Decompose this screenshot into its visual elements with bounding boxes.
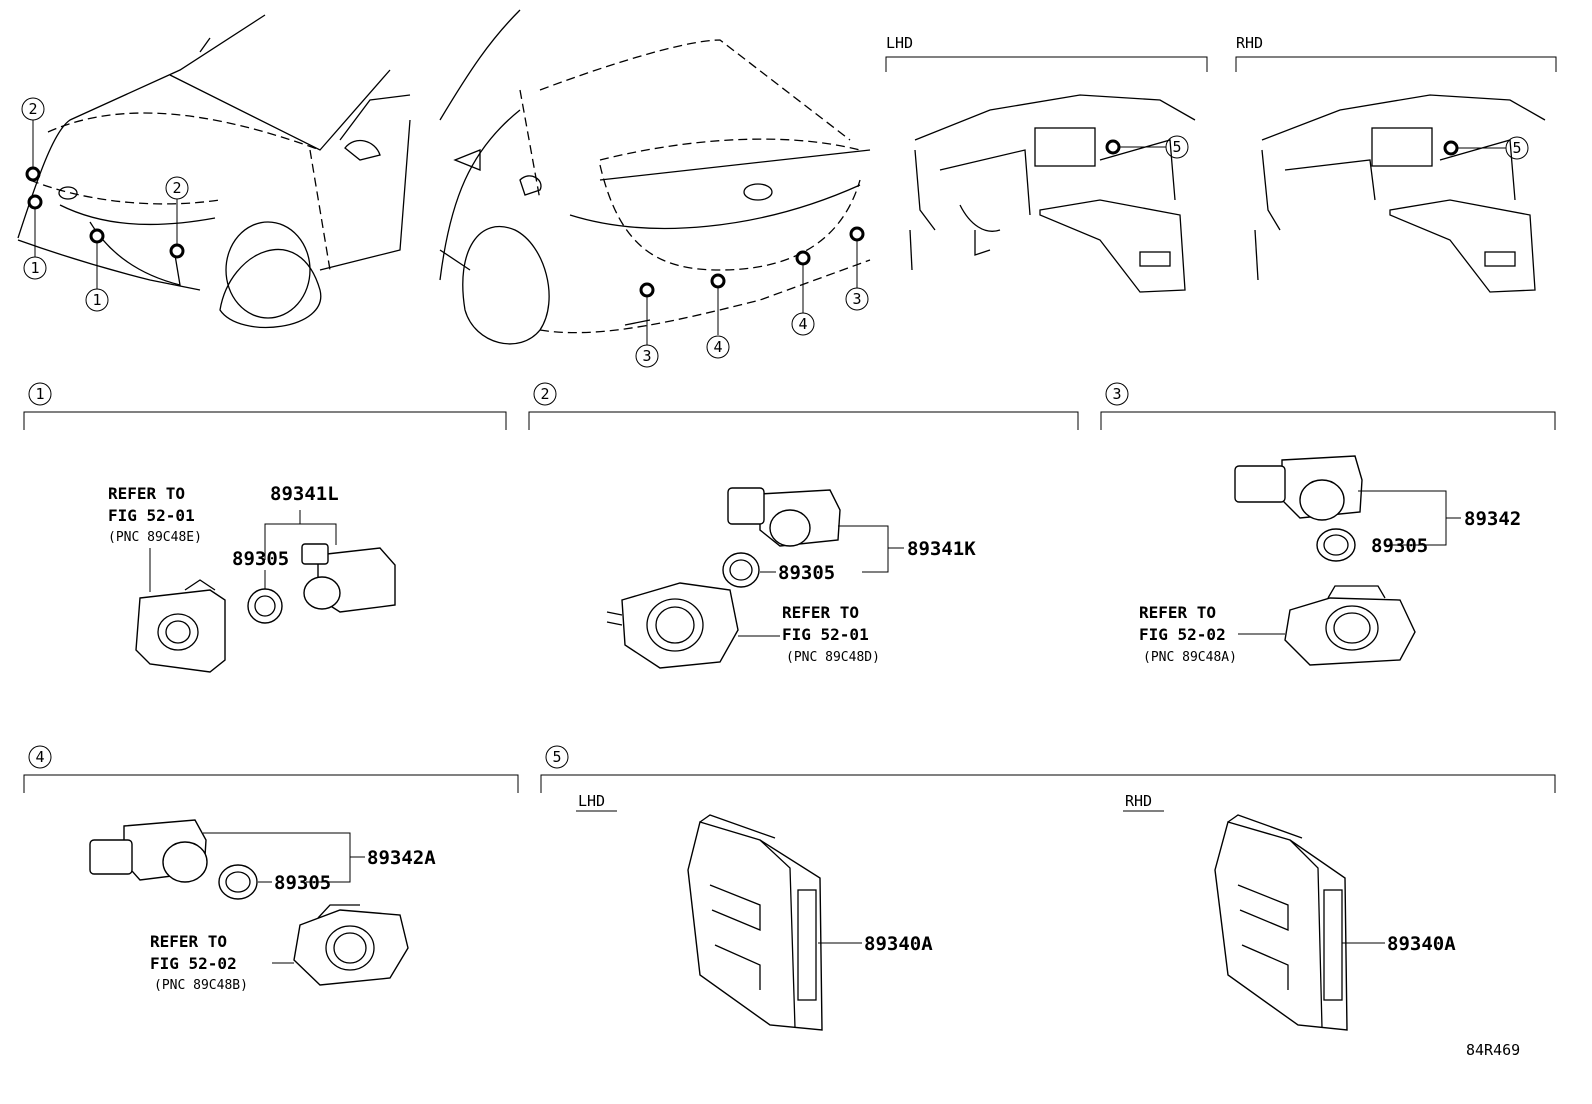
- s3-refer-line2: FIG 52-02: [1139, 625, 1226, 644]
- svg-text:4: 4: [713, 338, 722, 356]
- section-2: 2 89341K 89305 REFER TO FIG 52-01 (PNC 8…: [528, 382, 1079, 669]
- rear-callouts: 3 4 4 3: [635, 287, 869, 368]
- s4-part-sensor: 89342A: [367, 847, 436, 869]
- retainer-ring-icon: [247, 588, 283, 624]
- section-4: 4 89342A 89305 REFER TO FIG 52-02 (PNC 8…: [23, 745, 519, 993]
- sensor-icon: [727, 487, 841, 547]
- front-car-icon: [17, 14, 411, 329]
- section-3-bracket: [1100, 411, 1556, 430]
- s3-part-retainer: 89305: [1371, 535, 1428, 557]
- sensor-icon: [1234, 455, 1363, 521]
- front-callouts: 2 1 1 2: [21, 97, 189, 312]
- svg-text:4: 4: [798, 315, 807, 333]
- s1-refer-line2: FIG 52-01: [108, 506, 195, 525]
- svg-text:3: 3: [642, 347, 651, 365]
- s3-refer-line1: REFER TO: [1139, 603, 1216, 622]
- bracket-icon: [1284, 585, 1416, 666]
- s2-part-retainer: 89305: [778, 562, 835, 584]
- section-5-bracket: [540, 774, 1556, 793]
- svg-text:2: 2: [540, 385, 549, 403]
- svg-text:4: 4: [35, 748, 44, 766]
- section-2-bracket: [528, 411, 1079, 430]
- section-1-bracket: [23, 411, 507, 430]
- retainer-ring-icon: [722, 552, 760, 588]
- s5-lhd-label: LHD: [578, 792, 605, 810]
- rhd-ecu-marker: [1443, 140, 1459, 156]
- sensor-icon: [301, 543, 396, 613]
- bracket-icon: [135, 579, 226, 673]
- svg-text:1: 1: [35, 385, 44, 403]
- svg-text:1: 1: [30, 259, 39, 277]
- s4-refer-pnc: (PNC 89C48B): [154, 978, 248, 993]
- s1-part-sensor: 89341L: [270, 483, 339, 505]
- svg-text:3: 3: [852, 290, 861, 308]
- ecu-module-icon: [687, 814, 823, 1031]
- s5-rhd-label: RHD: [1125, 792, 1152, 810]
- svg-text:1: 1: [92, 291, 101, 309]
- rhd-header: RHD: [1236, 34, 1263, 52]
- s4-refer-line2: FIG 52-02: [150, 954, 237, 973]
- s1-part-retainer: 89305: [232, 548, 289, 570]
- dashboard-icon: [909, 94, 1196, 293]
- dashboard-rhd-icon: [1254, 94, 1546, 293]
- bracket-icon: [606, 582, 739, 669]
- s4-part-retainer: 89305: [274, 872, 331, 894]
- lhd-header: LHD: [886, 34, 913, 52]
- s3-refer-pnc: (PNC 89C48A): [1143, 650, 1237, 665]
- bracket-icon: [293, 904, 409, 986]
- section-5: 5 LHD RHD 89340A 89340A: [540, 745, 1556, 1031]
- section-4-bracket: [23, 774, 519, 793]
- s4-refer-line1: REFER TO: [150, 932, 227, 951]
- drawing-code: 84R469: [1466, 1041, 1520, 1059]
- svg-text:5: 5: [552, 748, 561, 766]
- sensor-icon: [89, 819, 208, 883]
- svg-text:5: 5: [1172, 138, 1181, 156]
- s1-refer-line1: REFER TO: [108, 484, 185, 503]
- retainer-ring-icon: [218, 864, 258, 900]
- section-1: 1 REFER TO FIG 52-01 (PNC 89C48E) 89341L…: [23, 382, 507, 673]
- s3-part-sensor: 89342: [1464, 508, 1521, 530]
- s2-refer-pnc: (PNC 89C48D): [786, 650, 880, 665]
- ecu-module-icon: [1214, 814, 1348, 1031]
- s2-part-sensor: 89341K: [907, 538, 976, 560]
- section-3: 3 89342 89305 REFER TO FIG 52-02 (PNC 89…: [1100, 382, 1556, 666]
- lhd-bracket: [885, 56, 1208, 72]
- s1-refer-pnc: (PNC 89C48E): [108, 530, 202, 545]
- retainer-ring-icon: [1316, 528, 1356, 562]
- rhd-bracket: [1235, 56, 1557, 72]
- s2-refer-line1: REFER TO: [782, 603, 859, 622]
- front-sensor-markers: [25, 120, 185, 289]
- svg-text:2: 2: [172, 179, 181, 197]
- s5-part-rhd: 89340A: [1387, 933, 1456, 955]
- rear-sensor-markers: [639, 226, 865, 345]
- svg-text:5: 5: [1512, 139, 1521, 157]
- lhd-ecu-marker: [1105, 139, 1121, 155]
- s5-part-lhd: 89340A: [864, 933, 933, 955]
- rear-car-icon: [439, 9, 871, 345]
- s2-refer-line2: FIG 52-01: [782, 625, 869, 644]
- svg-text:3: 3: [1112, 385, 1121, 403]
- svg-text:2: 2: [28, 100, 37, 118]
